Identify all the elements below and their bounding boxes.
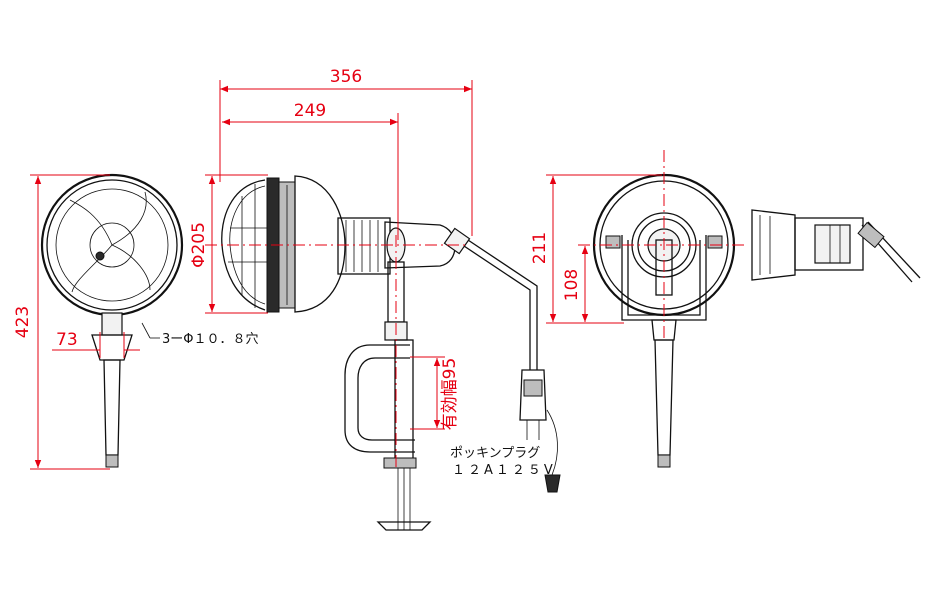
holes-note: 3ーΦ１０．８穴	[141, 322, 259, 347]
body-length-value: 249	[294, 101, 326, 121]
plug-label: ポッキンプラグ	[450, 446, 540, 461]
effective-width-value: 有効幅95	[440, 358, 460, 431]
socket-detail-view	[751, 209, 921, 283]
front-view	[40, 173, 184, 468]
rear-dimensions: 211 108	[530, 150, 745, 340]
holes-text: 3ーΦ１０．８穴	[162, 332, 259, 347]
rear-center-value: 108	[562, 269, 582, 301]
rear-height-value: 211	[530, 232, 550, 264]
height-value: 423	[13, 306, 33, 338]
plug-note: ポッキンプラグ １２A１２５V	[450, 446, 556, 478]
plug-rating: １２A１２５V	[452, 463, 556, 478]
offset-value: 73	[56, 330, 78, 350]
diameter-value: Φ205	[189, 222, 209, 268]
front-height-dimension: 423	[13, 174, 110, 470]
effective-width-dimension: 有効幅95	[410, 356, 460, 431]
diameter-dimension: Φ205	[189, 174, 465, 470]
total-length-dimension: 356	[219, 67, 473, 236]
body-length-dimension: 249	[222, 101, 399, 240]
offset-dimension: 73	[52, 330, 140, 358]
total-length-value: 356	[330, 67, 362, 87]
